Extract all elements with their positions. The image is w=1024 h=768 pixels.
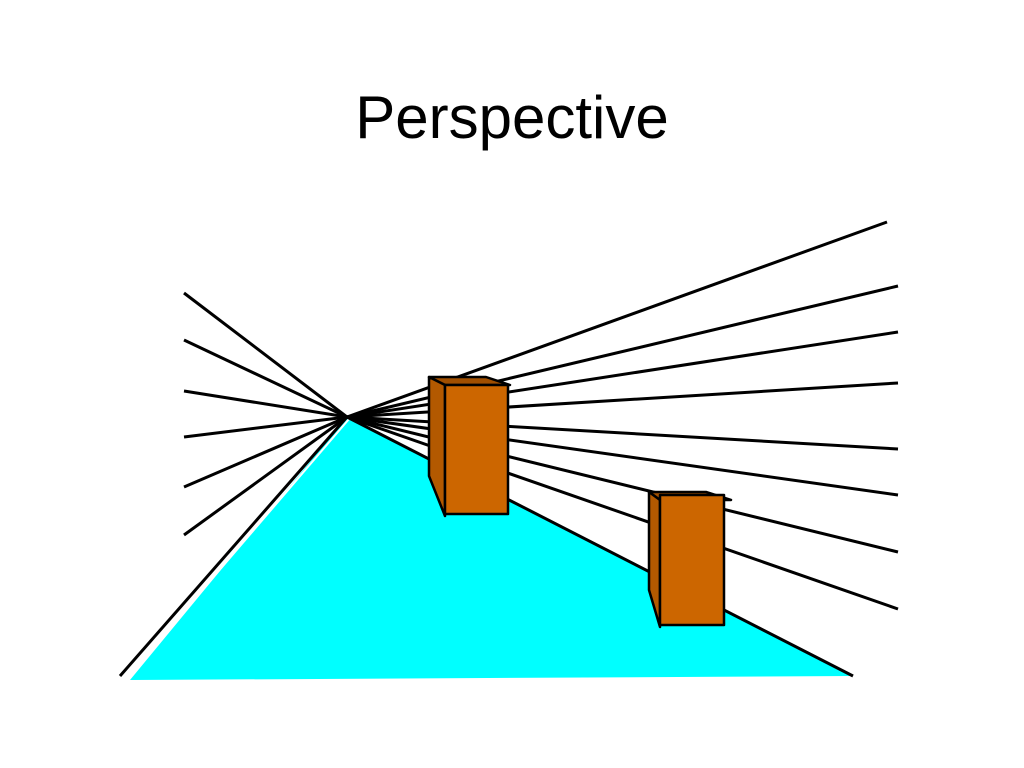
left-line-1 bbox=[183, 291, 348, 419]
left-line-4 bbox=[183, 415, 348, 439]
left-converging-lines bbox=[183, 291, 348, 537]
ground-left-edge-highlight bbox=[125, 418, 350, 680]
box-far-front bbox=[658, 493, 726, 627]
box-near-side bbox=[427, 375, 447, 518]
left-line-5 bbox=[183, 415, 348, 489]
box-near bbox=[427, 375, 512, 518]
slide-title: Perspective bbox=[355, 84, 669, 151]
box-far-side bbox=[647, 490, 662, 629]
box-near-front bbox=[443, 383, 510, 516]
box-far bbox=[647, 490, 733, 629]
ground-left-edge bbox=[118, 416, 349, 677]
left-line-6 bbox=[183, 415, 348, 537]
left-line-3 bbox=[183, 389, 348, 419]
left-line-2 bbox=[183, 338, 348, 419]
